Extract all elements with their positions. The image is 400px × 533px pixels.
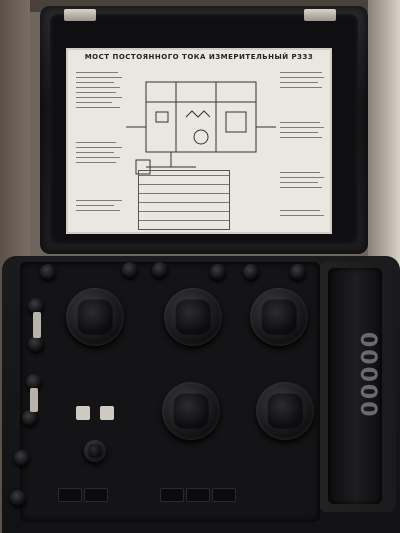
dial-number: 00000 — [355, 331, 380, 419]
terminal-left-3[interactable] — [26, 374, 42, 390]
range-knob-5[interactable] — [256, 382, 314, 440]
selector-switch-2[interactable] — [100, 406, 114, 420]
key-button-3[interactable] — [160, 488, 184, 502]
decade-dial-box — [328, 268, 382, 504]
terminal-top-4[interactable] — [210, 264, 226, 280]
terminal-top-2[interactable] — [122, 262, 138, 278]
terminal-left-1[interactable] — [28, 298, 44, 314]
selector-switch-1[interactable] — [76, 406, 90, 420]
lid-latch-right — [304, 9, 336, 21]
shorting-strap-2[interactable] — [30, 388, 38, 412]
terminal-left-6[interactable] — [10, 490, 26, 506]
terminal-top-3[interactable] — [152, 262, 168, 278]
data-table — [138, 170, 230, 230]
terminal-left-2[interactable] — [28, 336, 44, 352]
range-knob-1[interactable] — [66, 288, 124, 346]
poster-title: МОСТ ПОСТОЯННОГО ТОКА ИЗМЕРИТЕЛЬНЫЙ Р333 — [84, 53, 314, 61]
terminal-top-5[interactable] — [243, 264, 259, 280]
small-knob[interactable] — [84, 440, 106, 462]
lid-latch-left — [64, 9, 96, 21]
terminal-left-5[interactable] — [14, 450, 30, 466]
range-knob-4[interactable] — [162, 382, 220, 440]
range-knob-2[interactable] — [164, 288, 222, 346]
instruction-poster: МОСТ ПОСТОЯННОГО ТОКА ИЗМЕРИТЕЛЬНЫЙ Р333 — [68, 50, 330, 232]
range-knob-3[interactable] — [250, 288, 308, 346]
key-button-4[interactable] — [186, 488, 210, 502]
terminal-top-1[interactable] — [40, 264, 56, 280]
circuit-schematic — [126, 81, 276, 175]
key-button-1[interactable] — [58, 488, 82, 502]
key-button-2[interactable] — [84, 488, 108, 502]
shorting-strap-1[interactable] — [33, 312, 41, 338]
terminal-left-4[interactable] — [22, 410, 38, 426]
terminal-top-6[interactable] — [290, 264, 306, 280]
key-button-5[interactable] — [212, 488, 236, 502]
